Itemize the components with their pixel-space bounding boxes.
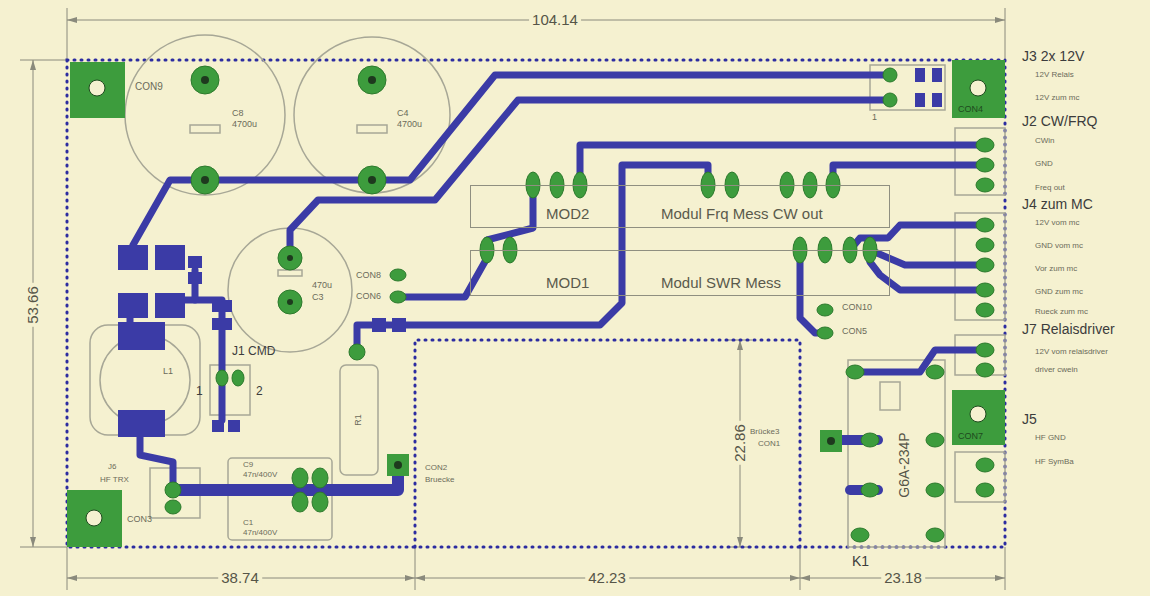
- pin-name: Rueck zum mc: [1035, 308, 1088, 317]
- pad-name: Brücke3: [750, 428, 779, 437]
- pad-name: CON1: [758, 440, 780, 449]
- pin-name: 12V vom mc: [1035, 219, 1079, 228]
- pin-name: HF SymBa: [1035, 458, 1074, 467]
- pin-name: Freq out: [1035, 184, 1065, 193]
- module-name: MOD2: [546, 206, 589, 223]
- module-title: Modul Frq Mess CW out: [661, 206, 823, 223]
- part-value: 47n/400V: [243, 529, 277, 538]
- pin-name: GND zum mc: [1035, 288, 1083, 297]
- pin-name: GND vom mc: [1035, 242, 1083, 251]
- pad-name: CON10: [842, 303, 872, 313]
- connector-name: HF TRX: [100, 476, 129, 485]
- part-name: L1: [163, 367, 173, 377]
- connector-name: J4 zum MC: [1022, 197, 1093, 212]
- part-name: C9: [243, 461, 253, 470]
- pad-name: CON5: [842, 327, 867, 337]
- part-value: 4700u: [397, 120, 422, 130]
- pin-number: 1: [872, 113, 877, 123]
- part-value: 4700u: [232, 120, 257, 130]
- part-name: C1: [243, 519, 253, 528]
- connector-name: J7 Relaisdriver: [1022, 322, 1115, 337]
- dimension-value: 23.18: [881, 570, 925, 587]
- pad-name: CON3: [127, 515, 152, 525]
- pin-name: 12V zum mc: [1035, 94, 1079, 103]
- part-value: 470u: [312, 281, 332, 291]
- dimension-value: 104.14: [529, 12, 581, 29]
- connector-name: J3 2x 12V: [1022, 49, 1084, 64]
- pin-name: driver cwein: [1035, 366, 1078, 375]
- pad-name: CON4: [958, 105, 983, 115]
- part-name: C8: [232, 109, 244, 119]
- pad-name: CON8: [356, 271, 381, 281]
- part-name: R1: [354, 414, 364, 426]
- dimension-value: 22.86: [732, 421, 749, 465]
- pin-name: Vor zum mc: [1035, 265, 1077, 274]
- pin-name: 12V vom relaisdriver: [1035, 348, 1108, 357]
- module-outline: MOD1 Modul SWR Mess: [470, 250, 890, 296]
- pad-name: CON9: [135, 81, 163, 92]
- pin-name: CWin: [1035, 137, 1055, 146]
- pin-number: 1: [196, 385, 203, 398]
- dimension-value: 42.23: [585, 570, 629, 587]
- part-name: C3: [312, 293, 324, 303]
- part-name: C4: [397, 109, 409, 119]
- module-outline: MOD2 Modul Frq Mess CW out: [470, 185, 890, 228]
- pad-name: Bruecke: [425, 476, 454, 485]
- pad-name: CON2: [425, 464, 447, 473]
- module-name: MOD1: [546, 275, 589, 292]
- pad-name: CON7: [958, 432, 983, 442]
- pin-number: 2: [256, 385, 263, 398]
- part-name: K1: [852, 554, 869, 569]
- part-value: 47n/400V: [243, 471, 277, 480]
- connector-name: J5: [1022, 412, 1037, 427]
- module-title: Modul SWR Mess: [661, 275, 781, 292]
- pin-name: 12V Relais: [1035, 71, 1074, 80]
- part-value: G6A-234P: [897, 432, 912, 497]
- pin-name: GND: [1035, 160, 1053, 169]
- connector-name: J2 CW/FRQ: [1022, 114, 1097, 129]
- dimension-value: 38.74: [218, 570, 262, 587]
- pin-name: HF GND: [1035, 434, 1066, 443]
- connector-name: J6: [108, 463, 116, 472]
- dimension-value: 53.66: [25, 283, 42, 327]
- pad-name: CON6: [356, 292, 381, 302]
- connector-name: J1 CMD: [232, 345, 275, 358]
